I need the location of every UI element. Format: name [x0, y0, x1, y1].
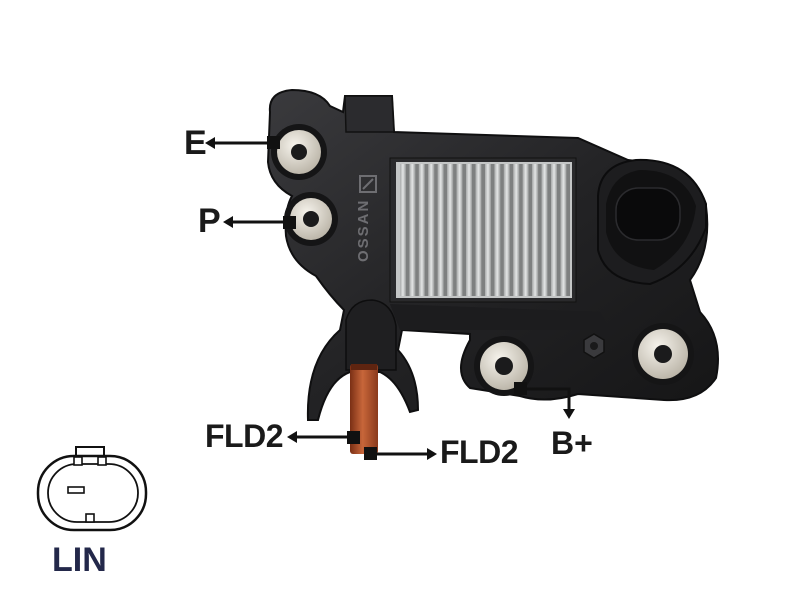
heatsink-fin — [494, 164, 501, 296]
terminal-fld2-left-label: FLD2 — [205, 418, 284, 454]
lin-connector-pinout-icon — [36, 446, 148, 532]
callout-fld2-left — [287, 431, 360, 444]
callout-b-plus — [514, 382, 575, 419]
hex-screw — [583, 333, 605, 359]
heatsink-fin-gap — [405, 164, 410, 296]
heatsink-fin — [560, 164, 567, 296]
heatsink-fin — [485, 164, 491, 296]
callout-p — [223, 216, 296, 229]
heatsink — [389, 157, 577, 303]
heatsink-fin — [503, 164, 510, 296]
heatsink-fin — [437, 164, 444, 296]
terminal-p-washer — [284, 192, 338, 246]
heatsink-fin-gap — [462, 164, 467, 296]
terminal-e-label: E — [184, 124, 207, 162]
terminal-fld2-right-label: FLD2 — [440, 434, 519, 470]
heatsink-fin — [532, 164, 539, 296]
heatsink-fin-gap — [481, 164, 485, 296]
heatsink-fin — [409, 164, 416, 296]
terminal-e-washer — [271, 124, 327, 180]
heatsink-fin-gap — [424, 164, 429, 296]
brush-holder — [345, 299, 397, 371]
heatsink-fin-gap — [443, 164, 448, 296]
connector-housing — [597, 158, 707, 286]
heatsink-fin-gap — [500, 164, 504, 296]
terminal-b-plus-washer — [474, 336, 534, 396]
callout-e — [205, 136, 280, 149]
brand-marking: OSSAN — [355, 199, 372, 262]
heatsink-fin-gap — [557, 164, 561, 296]
heatsink-fin — [541, 164, 548, 296]
terminal-b-plus-label: B+ — [551, 425, 593, 461]
heatsink-fin-gap — [472, 164, 476, 296]
heatsink-fin — [522, 164, 529, 296]
heatsink-fin-gap — [415, 164, 419, 296]
callout-fld2-right — [364, 447, 437, 460]
mounting-washer-right — [632, 323, 694, 385]
heatsink-fin — [551, 164, 557, 296]
heatsink-fin — [513, 164, 520, 296]
heatsink-fin-gap — [434, 164, 438, 296]
heatsink-fin — [428, 164, 435, 296]
heatsink-fin-gap — [566, 164, 570, 296]
terminal-p-label: P — [198, 202, 221, 240]
heatsink-fin-gap — [538, 164, 542, 296]
heatsink-fin — [447, 164, 454, 296]
heatsink-fin — [418, 164, 425, 296]
lin-connector-label: LIN — [52, 541, 107, 579]
heatsink-fin-gap — [490, 164, 495, 296]
heatsink-fin-gap — [528, 164, 533, 296]
heatsink-fin-gap — [453, 164, 457, 296]
heatsink-fin-gap — [519, 164, 523, 296]
heatsink-fin-gap — [509, 164, 514, 296]
heatsink-fin-gap — [547, 164, 552, 296]
heatsink-fin — [400, 164, 406, 296]
heatsink-fin — [456, 164, 463, 296]
heatsink-fin — [475, 164, 482, 296]
heatsink-fin — [466, 164, 472, 296]
brand-logo-icon — [359, 175, 377, 193]
